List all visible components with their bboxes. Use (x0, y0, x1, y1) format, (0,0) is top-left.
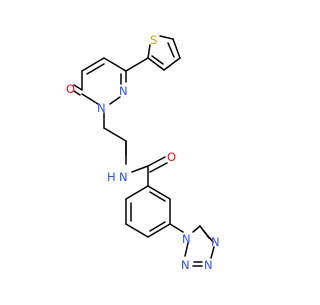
thiophene-ring (125, 35, 181, 72)
nitrogen-atom-label: N (119, 84, 128, 98)
nitrogen-atom-label: N (182, 232, 191, 246)
bond (103, 57, 127, 72)
nitrogen-atom-label: N (181, 258, 190, 272)
bond (184, 242, 189, 257)
hydrogen-atom-label: H (107, 170, 116, 184)
bond (81, 93, 99, 105)
oxygen-atom-label: O (66, 82, 75, 96)
pyridazinone-ring (73, 57, 127, 105)
molecule-diagram: O N N S N H O N N N N (66, 33, 220, 272)
bond (81, 57, 105, 72)
benzene-ring (125, 185, 184, 238)
bond (86, 63, 105, 75)
nitrogen-atom-label: N (97, 101, 106, 115)
bond (147, 44, 151, 59)
bond (125, 185, 149, 200)
sulfur-atom-label: S (150, 33, 157, 47)
ethyl-linker (103, 112, 127, 165)
bond (103, 127, 127, 142)
bond (169, 223, 184, 233)
bond (149, 221, 166, 232)
nitrogen-atom-label: N (119, 170, 128, 184)
bond (147, 57, 165, 71)
bond (149, 191, 166, 202)
bond (73, 90, 81, 96)
bond (210, 246, 215, 259)
bond (149, 162, 168, 173)
bond (147, 223, 171, 238)
tetrazole-ring (184, 225, 215, 267)
bond (167, 42, 175, 58)
bond (109, 96, 121, 105)
bond (131, 165, 149, 173)
bond (147, 185, 171, 200)
nitrogen-atom-label: N (211, 235, 220, 249)
bond (159, 35, 174, 40)
atom-labels: O N N S N H O N N N N (66, 33, 220, 272)
bond (73, 84, 83, 91)
bond (163, 57, 181, 71)
bond (151, 55, 164, 65)
bond (125, 223, 149, 238)
amide-group (131, 156, 168, 187)
bond (202, 229, 214, 243)
bond (172, 38, 181, 59)
bond (192, 225, 201, 233)
bond (125, 57, 149, 72)
nitrogen-atom-label: N (204, 258, 213, 272)
oxygen-atom-label: O (167, 150, 176, 164)
bond (147, 156, 166, 167)
molecule-structure: O N N S N H O N N N N (66, 33, 220, 272)
